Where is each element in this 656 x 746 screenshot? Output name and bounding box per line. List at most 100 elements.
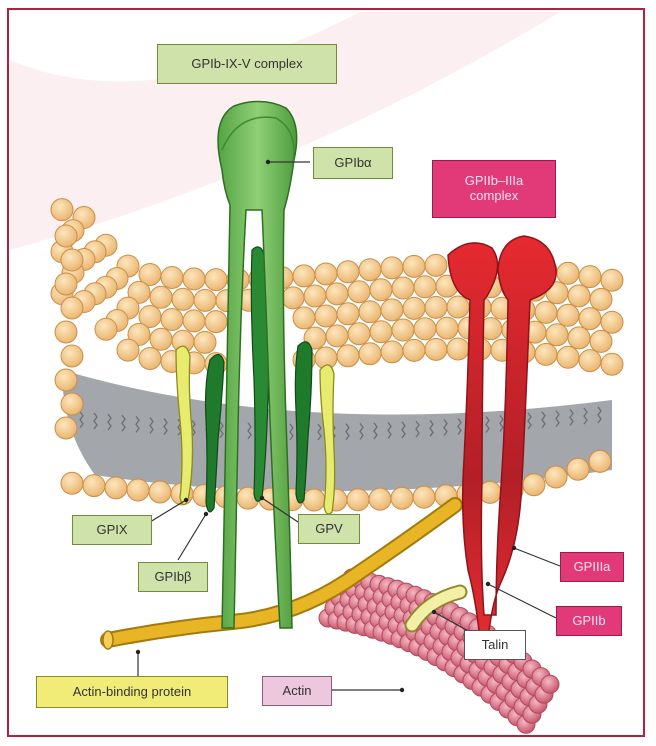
lipid-head	[55, 225, 77, 247]
lipid-head	[568, 285, 590, 307]
talin-label: Talin	[464, 630, 526, 660]
lipid-head	[381, 341, 403, 363]
lipid-head	[381, 299, 403, 321]
lipid-head	[557, 346, 579, 368]
lipid-head	[282, 287, 304, 309]
gpv-label: GPV	[298, 514, 360, 544]
actin-label: Actin	[262, 676, 332, 706]
lipid-head	[601, 311, 623, 333]
lipid-head	[348, 323, 370, 345]
gpib-ix-v-complex-label: GPIb-IX-V complex	[157, 44, 337, 84]
lipid-head	[183, 268, 205, 290]
lipid-head	[436, 317, 458, 339]
lipid-head	[589, 450, 611, 472]
lipid-head	[590, 330, 612, 352]
lipid-head	[392, 319, 414, 341]
lipid-head	[61, 249, 83, 271]
lipid-head	[61, 345, 83, 367]
lipid-head	[359, 301, 381, 323]
lipid-head	[347, 489, 369, 511]
lipid-head	[425, 296, 447, 318]
lipid-head	[403, 297, 425, 319]
lipid-head	[359, 259, 381, 281]
lipid-head	[523, 474, 545, 496]
lipid-head	[303, 489, 325, 511]
lipid-head	[205, 311, 227, 333]
lipid-head	[205, 269, 227, 291]
lipid-head	[567, 458, 589, 480]
lipid-head	[369, 488, 391, 510]
lipid-head	[117, 339, 139, 361]
lipid-head	[293, 307, 315, 329]
lipid-head	[403, 339, 425, 361]
lipid-head	[194, 289, 216, 311]
lipid-head	[55, 369, 77, 391]
lipid-head	[579, 308, 601, 330]
lipid-head	[447, 296, 469, 318]
lipid-head	[161, 308, 183, 330]
lipid-head	[601, 269, 623, 291]
lipid-head	[545, 466, 567, 488]
lipid-head	[425, 254, 447, 276]
lipid-head	[414, 276, 436, 298]
lipid-head	[337, 303, 359, 325]
lipid-head	[105, 477, 127, 499]
lipid-head	[370, 321, 392, 343]
lipid-head	[557, 262, 579, 284]
lipid-head	[326, 325, 348, 347]
lipid-head	[579, 266, 601, 288]
lipid-head	[61, 472, 83, 494]
lipid-head	[579, 350, 601, 372]
lipid-head	[83, 475, 105, 497]
lipid-head	[315, 263, 337, 285]
lipid-head	[55, 321, 77, 343]
gpiba-label: GPIbα	[313, 147, 393, 179]
lipid-head	[55, 417, 77, 439]
lipid-head	[61, 297, 83, 319]
lipid-head	[535, 301, 557, 323]
lipid-head	[95, 318, 117, 340]
gpiib-iiia-complex-label: GPIIb–IIIa complex	[432, 160, 556, 218]
lipid-head	[315, 305, 337, 327]
lipid-head	[127, 479, 149, 501]
lipid-head	[359, 343, 381, 365]
lipid-head	[601, 353, 623, 375]
lipid-head	[447, 338, 469, 360]
actin-binding-protein-label: Actin-binding protein	[36, 676, 228, 708]
lipid-head	[425, 338, 447, 360]
lipid-head	[183, 310, 205, 332]
lipid-head	[55, 273, 77, 295]
lipid-head	[557, 304, 579, 326]
gpibb-label: GPIbβ	[138, 562, 208, 592]
gpix-label: GPIX	[72, 515, 152, 545]
lipid-head	[546, 324, 568, 346]
gpiiia-label: GPIIIa	[560, 552, 624, 582]
lipid-head	[381, 257, 403, 279]
lipid-head	[414, 318, 436, 340]
lipid-head	[304, 285, 326, 307]
lipid-head	[337, 345, 359, 367]
lipid-head	[413, 486, 435, 508]
lipid-head	[150, 328, 172, 350]
lipid-head	[149, 481, 171, 503]
lipid-head	[535, 343, 557, 365]
lipid-head	[61, 393, 83, 415]
lipid-head	[392, 277, 414, 299]
lipid-head	[590, 288, 612, 310]
lipid-head	[568, 327, 590, 349]
lipid-head	[161, 266, 183, 288]
membrane-core	[62, 370, 612, 491]
lipid-head	[139, 347, 161, 369]
lipid-head	[403, 255, 425, 277]
lipid-head	[391, 487, 413, 509]
lipid-head	[370, 279, 392, 301]
actin-bead	[541, 675, 559, 693]
lipid-head	[51, 199, 73, 221]
lipid-head	[348, 281, 370, 303]
lipid-head	[293, 265, 315, 287]
lipid-head	[150, 286, 172, 308]
lipid-head	[194, 331, 216, 353]
gpiib-label: GPIIb	[556, 606, 622, 636]
lipid-head	[337, 261, 359, 283]
